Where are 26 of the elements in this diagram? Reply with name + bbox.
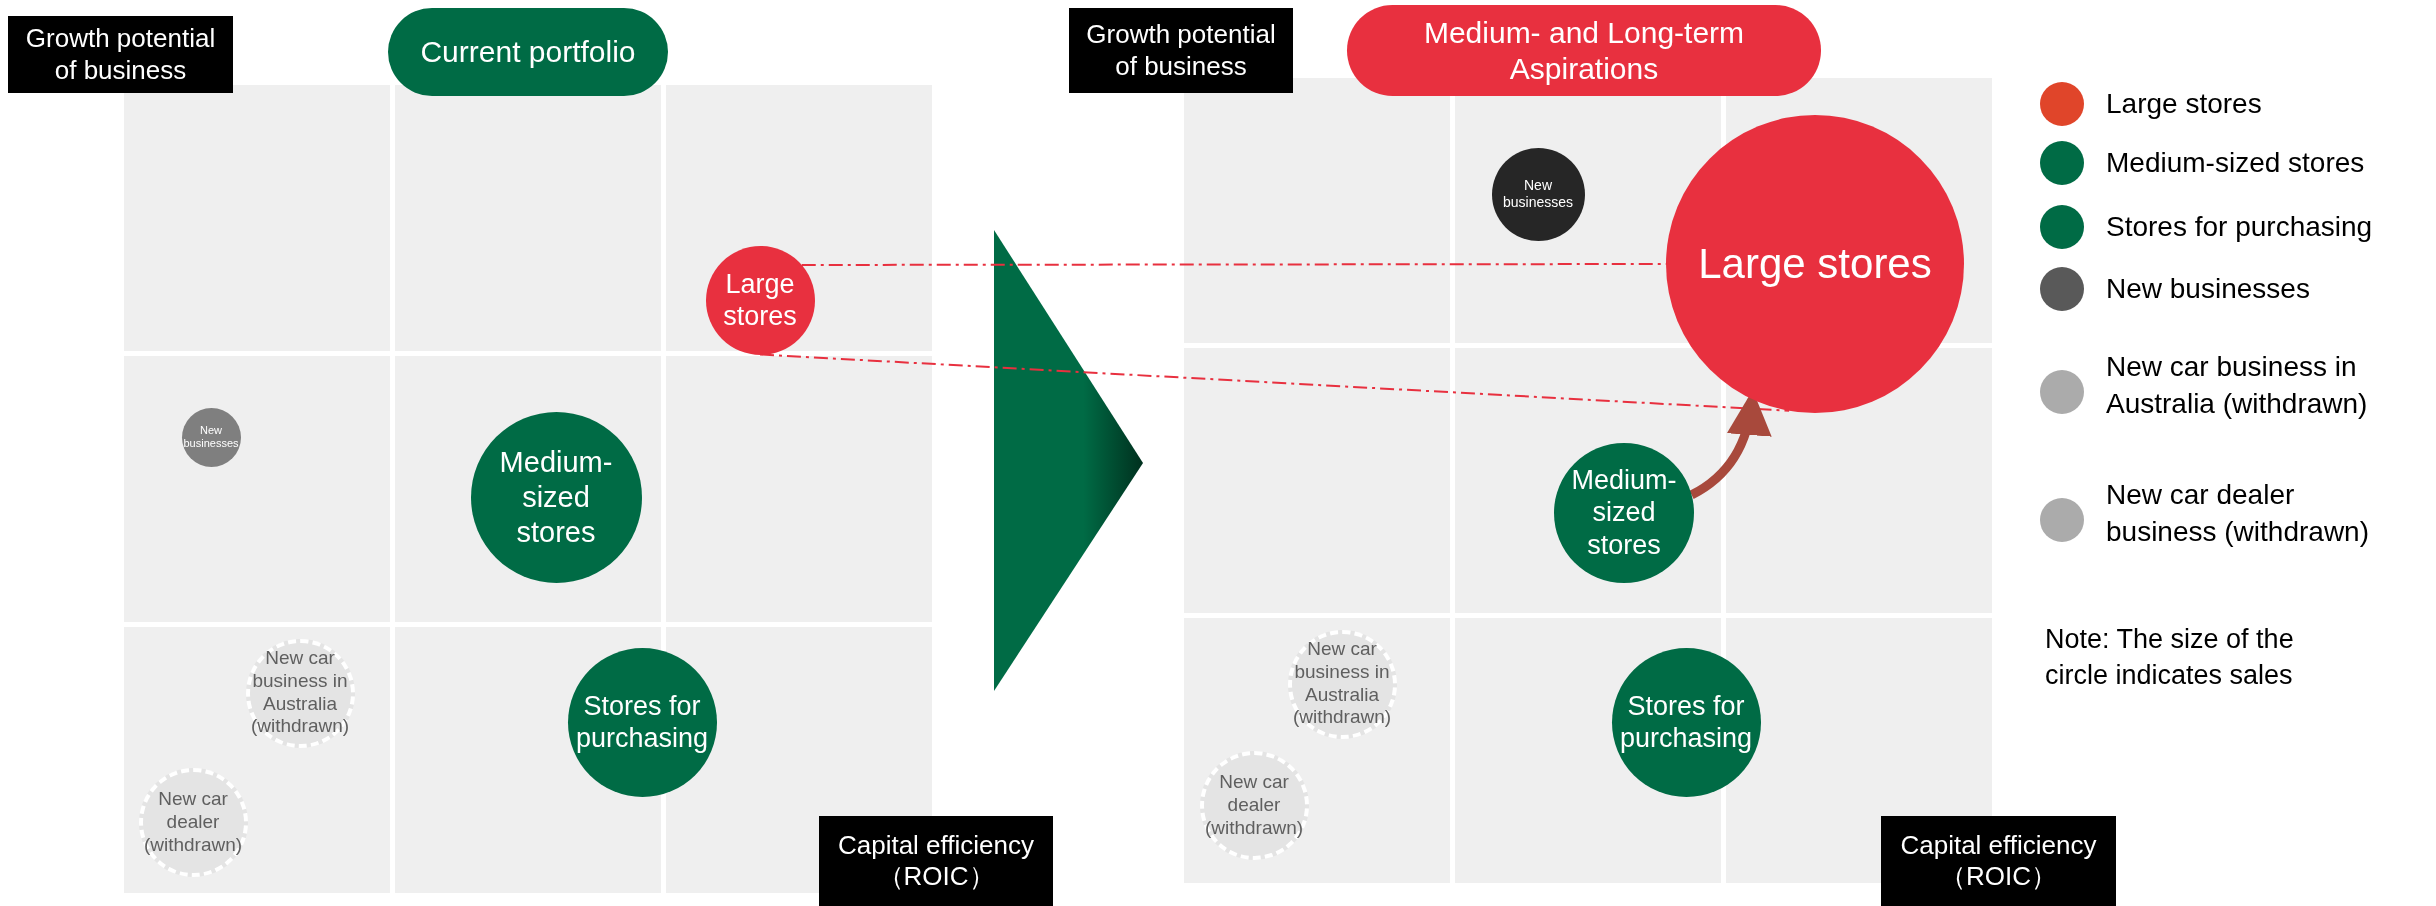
legend-label: Medium-sized stores — [2106, 146, 2366, 181]
bubble-label: New businesses — [182, 423, 240, 451]
bubble-label: Stores for purchasing — [574, 689, 710, 755]
bubble-label: New car business in Australia (withdrawn) — [249, 647, 351, 739]
legend-label: New businesses — [2106, 272, 2311, 307]
bubble-label: Medium-sized stores — [1570, 464, 1678, 562]
legend-label: New car dealer business (withdrawn) — [2106, 478, 2370, 550]
bubble-label: New businesses — [1501, 177, 1574, 211]
header-pill: Medium- and Long-term Aspirations — [1347, 5, 1821, 96]
bubble-label: Large stores — [722, 267, 798, 333]
bubble-label: Medium-sized stores — [498, 444, 614, 550]
bubble-label: Large stores — [1697, 238, 1933, 289]
axis-label: Growth potential of business — [1069, 8, 1293, 93]
legend-label: Large stores — [2106, 87, 2263, 122]
bubble-label: New car business in Australia (withdrawn) — [1291, 638, 1393, 730]
axis-label: Capital efficiency （ROIC） — [1881, 816, 2116, 906]
bubble-label: New car dealer (withdrawn) — [142, 787, 244, 857]
axis-label: Growth potential of business — [8, 16, 233, 93]
legend-label: New car business in Australia (withdrawn) — [2106, 350, 2369, 422]
note-text: Note: The size of the circle indicates sales — [2045, 623, 2295, 692]
dashed-line — [759, 353, 1791, 412]
bubble-label: New car dealer (withdrawn) — [1203, 770, 1305, 840]
bubble-label: Stores for purchasing — [1618, 689, 1754, 755]
axis-label: Capital efficiency （ROIC） — [819, 816, 1053, 906]
legend-label: Stores for purchasing — [2106, 210, 2374, 245]
header-pill: Current portfolio — [388, 8, 668, 96]
